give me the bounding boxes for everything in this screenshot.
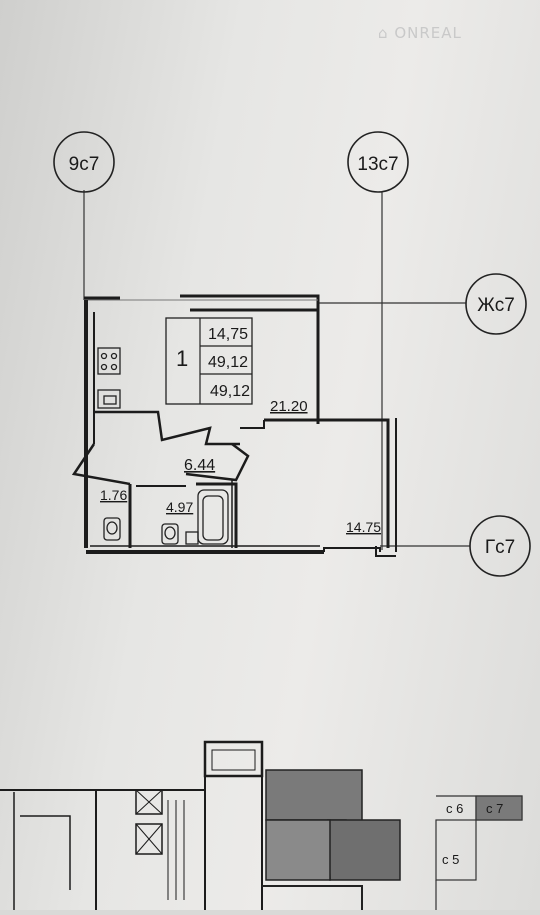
- total-area-value: 49,12: [208, 354, 248, 371]
- kitchen-fixtures: [97, 347, 121, 409]
- axis-bubble-9c7: 9с7: [53, 131, 115, 193]
- axis-bubble-13c7: 13с7: [347, 131, 409, 193]
- wc-area-label: 1.76: [100, 487, 127, 503]
- toilet-icon: [103, 517, 121, 541]
- key-plan-floor: [0, 740, 264, 910]
- axis-label-zhc7: Жс7: [477, 295, 515, 316]
- bathtub-icon: [197, 489, 229, 545]
- axis-bubble-zhc7: Жс7: [465, 273, 527, 335]
- apartment-info-table: 1 14,75 49,12 49,12: [165, 317, 253, 405]
- sink-icon: [97, 389, 121, 409]
- room-labels: 21.20 6.44 1.76 4.97 14.75: [100, 398, 381, 535]
- living-area-value: 14,75: [208, 326, 248, 343]
- section-label-c5: с 5: [442, 852, 459, 867]
- section-label-c7: с 7: [486, 801, 503, 816]
- total-area-balcony-value: 49,12: [210, 383, 250, 400]
- apartment-walls: [71, 294, 397, 557]
- washbasin-icon: [185, 531, 199, 545]
- key-plan-section-legend: с 6 с 7 с 5: [435, 795, 523, 910]
- watermark-text: ONREAL: [394, 24, 462, 42]
- burner-icon: [100, 352, 108, 360]
- rooms-count: 1: [176, 346, 188, 371]
- kitchen-area-label: 21.20: [270, 398, 308, 415]
- axis-label-9c7: 9с7: [69, 154, 100, 175]
- section-label-c6: с 6: [446, 801, 463, 816]
- bath-fixtures: [103, 489, 229, 545]
- key-plan-selected-apartment: [262, 769, 401, 910]
- axis-label-13c7: 13с7: [357, 154, 398, 175]
- watermark-logo-icon: ⌂: [378, 24, 389, 42]
- stove-icon: [97, 347, 121, 375]
- axis-label-gc7: Гс7: [485, 537, 515, 558]
- hall-area-label: 6.44: [184, 457, 215, 474]
- axis-lines: [83, 190, 470, 550]
- bathroom-area-label: 4.97: [166, 499, 193, 515]
- onreal-watermark: ⌂ ONREAL: [378, 24, 462, 42]
- toilet-icon-2: [161, 523, 179, 545]
- bedroom-area-label: 14.75: [346, 519, 381, 535]
- axis-bubble-gc7: Гс7: [469, 515, 531, 577]
